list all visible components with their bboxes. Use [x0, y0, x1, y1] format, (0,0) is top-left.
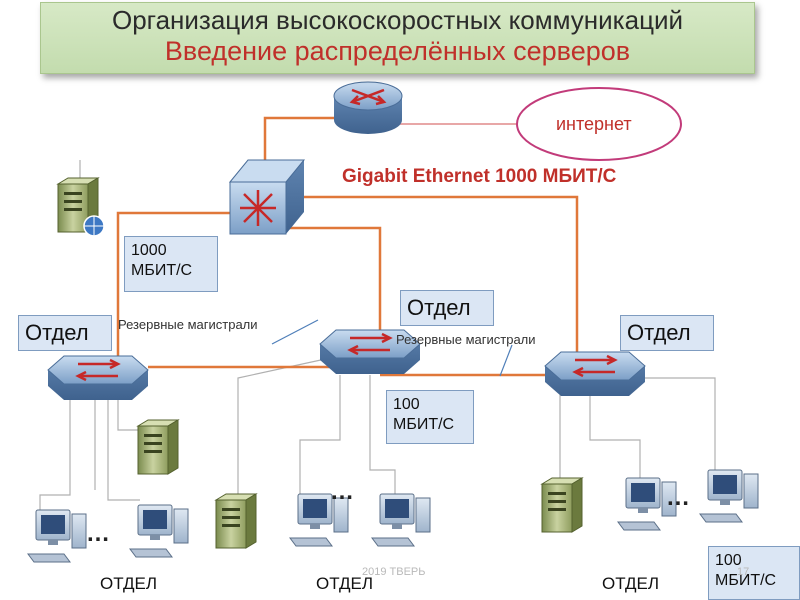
backbone-links: [116, 116, 579, 377]
speed-unit: МБИТ/С: [131, 262, 193, 279]
workstation-icon: [129, 504, 189, 558]
page-title: Организация высокоскоростных коммуникаци…: [111, 5, 684, 35]
dept-box-center: Отдел: [400, 290, 494, 326]
speed-box-100-bottom: 100 МБИТ/С: [708, 546, 800, 600]
workstation-icon: [699, 469, 759, 523]
web-server-icon: [57, 177, 105, 237]
page-subtitle: Введение распределённых серверов: [164, 36, 631, 66]
annotation-pointers: [271, 319, 513, 377]
title-banner: Организация высокоскоростных коммуникаци…: [40, 2, 755, 74]
workstation-icon: [27, 509, 87, 563]
speed-unit: МБИТ/С: [715, 572, 777, 589]
speed-box-100-mid: 100 МБИТ/С: [386, 390, 474, 444]
speed-value: 100: [715, 552, 742, 569]
gigabit-label: Gigabit Ethernet 1000 МБИТ/С: [342, 166, 617, 187]
bottom-dept-center: ОТДЕЛ: [316, 574, 374, 593]
speed-unit: МБИТ/С: [393, 416, 455, 433]
speed-value: 1000: [131, 242, 167, 259]
backup-label-left: Резервные магистрали: [118, 317, 258, 332]
internet-label: интернет: [556, 114, 632, 134]
footer-city: 2019 ТВЕРЬ: [362, 566, 426, 578]
speed-box-1000: 1000 МБИТ/С: [124, 236, 218, 292]
server-icon: [137, 419, 179, 475]
dept-box-right: Отдел: [620, 315, 714, 351]
server-icon: [215, 493, 257, 549]
switch-icon: [543, 350, 647, 398]
more-dots: …: [330, 478, 356, 505]
footer-page-number: 17: [737, 566, 750, 578]
bottom-dept-right: ОТДЕЛ: [602, 574, 660, 593]
more-dots: …: [666, 484, 692, 511]
bottom-dept-left: ОТДЕЛ: [100, 574, 158, 593]
router-icon: [333, 81, 403, 134]
speed-value: 100: [393, 396, 420, 413]
dept-box-left: Отдел: [18, 315, 112, 351]
switch-icon: [46, 354, 150, 402]
internet-cloud: [516, 87, 682, 161]
server-icon: [541, 477, 583, 533]
more-dots: …: [86, 520, 112, 547]
backup-label-right: Резервные магистрали: [396, 332, 536, 347]
workstation-icon: [371, 493, 431, 547]
core-switch-icon: [228, 159, 306, 235]
